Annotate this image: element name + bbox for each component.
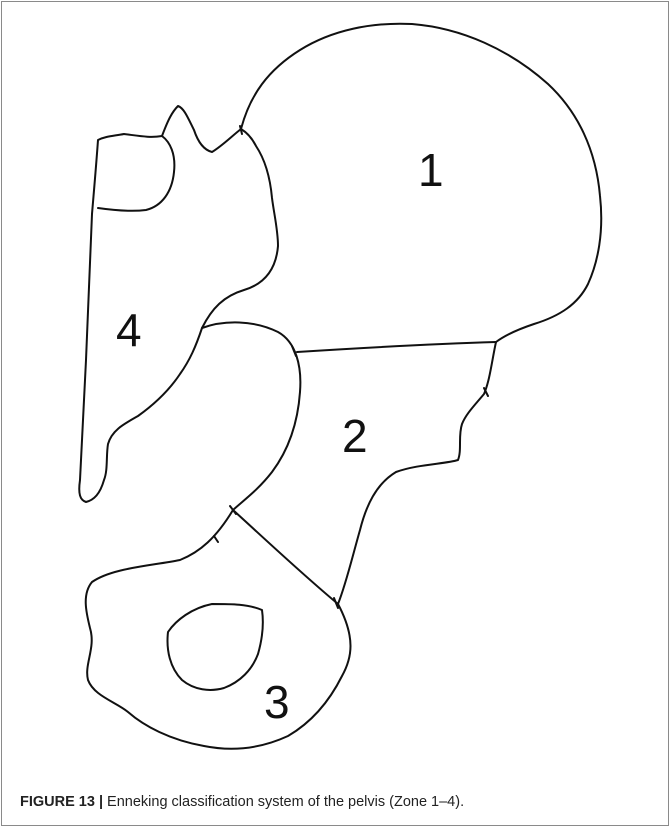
pelvis-zone-diagram: 1 2 3 4 (0, 0, 670, 760)
zone-3-outline (86, 510, 351, 749)
figure-caption-text: Enneking classification system of the pe… (103, 794, 464, 810)
zone-2-outline-left (202, 322, 300, 510)
zone-label-3: 3 (264, 676, 290, 728)
zone-1-2-boundary (297, 342, 496, 352)
zone-2-outline-right (338, 342, 496, 604)
boundary-ticks (214, 126, 488, 608)
figure-number: FIGURE 13 | (20, 794, 103, 810)
zone-2-3-boundary (233, 510, 338, 604)
zone-label-2: 2 (342, 410, 368, 462)
sacroiliac-contour (98, 136, 174, 211)
zone-4-outline (79, 106, 278, 502)
obturator-foramen (168, 604, 263, 690)
zone-label-1: 1 (418, 144, 444, 196)
figure-caption: FIGURE 13 | Enneking classification syst… (20, 794, 464, 810)
zone-label-4: 4 (116, 304, 142, 356)
